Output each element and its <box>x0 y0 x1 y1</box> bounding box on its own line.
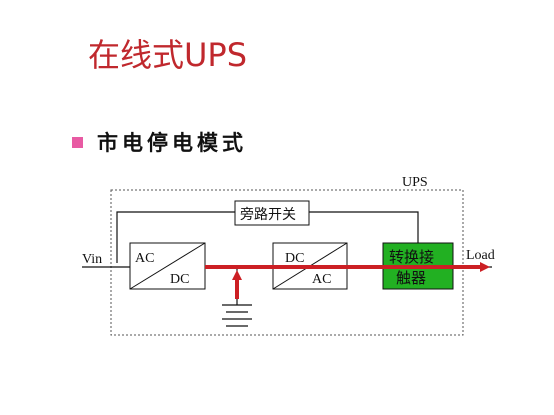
bullet-item: 市电停电模式 <box>72 127 247 157</box>
rectifier-top-label: AC <box>135 251 154 266</box>
ups-enclosure <box>110 189 464 336</box>
slide-title: 在线式UPS <box>88 36 248 74</box>
rectifier-bottom-label: DC <box>170 272 189 287</box>
bullet-marker <box>72 136 83 148</box>
bypass-switch-label: 旁路开关 <box>240 206 296 223</box>
bypass-line-right <box>309 211 419 243</box>
bullet-text: 市电停电模式 <box>97 131 247 155</box>
rectifier-diagonal <box>129 242 206 290</box>
bypass-switch-box <box>234 200 310 226</box>
inverter-bottom-label: AC <box>312 272 331 287</box>
vin-label: Vin <box>82 252 102 267</box>
load-label: Load <box>466 248 495 263</box>
inverter-top-label: DC <box>285 251 304 266</box>
transfer-contactor-line1: 转换接 <box>389 248 434 266</box>
ups-label: UPS <box>402 175 428 190</box>
bypass-line <box>116 211 235 263</box>
transfer-contactor-line2: 触器 <box>396 269 426 287</box>
